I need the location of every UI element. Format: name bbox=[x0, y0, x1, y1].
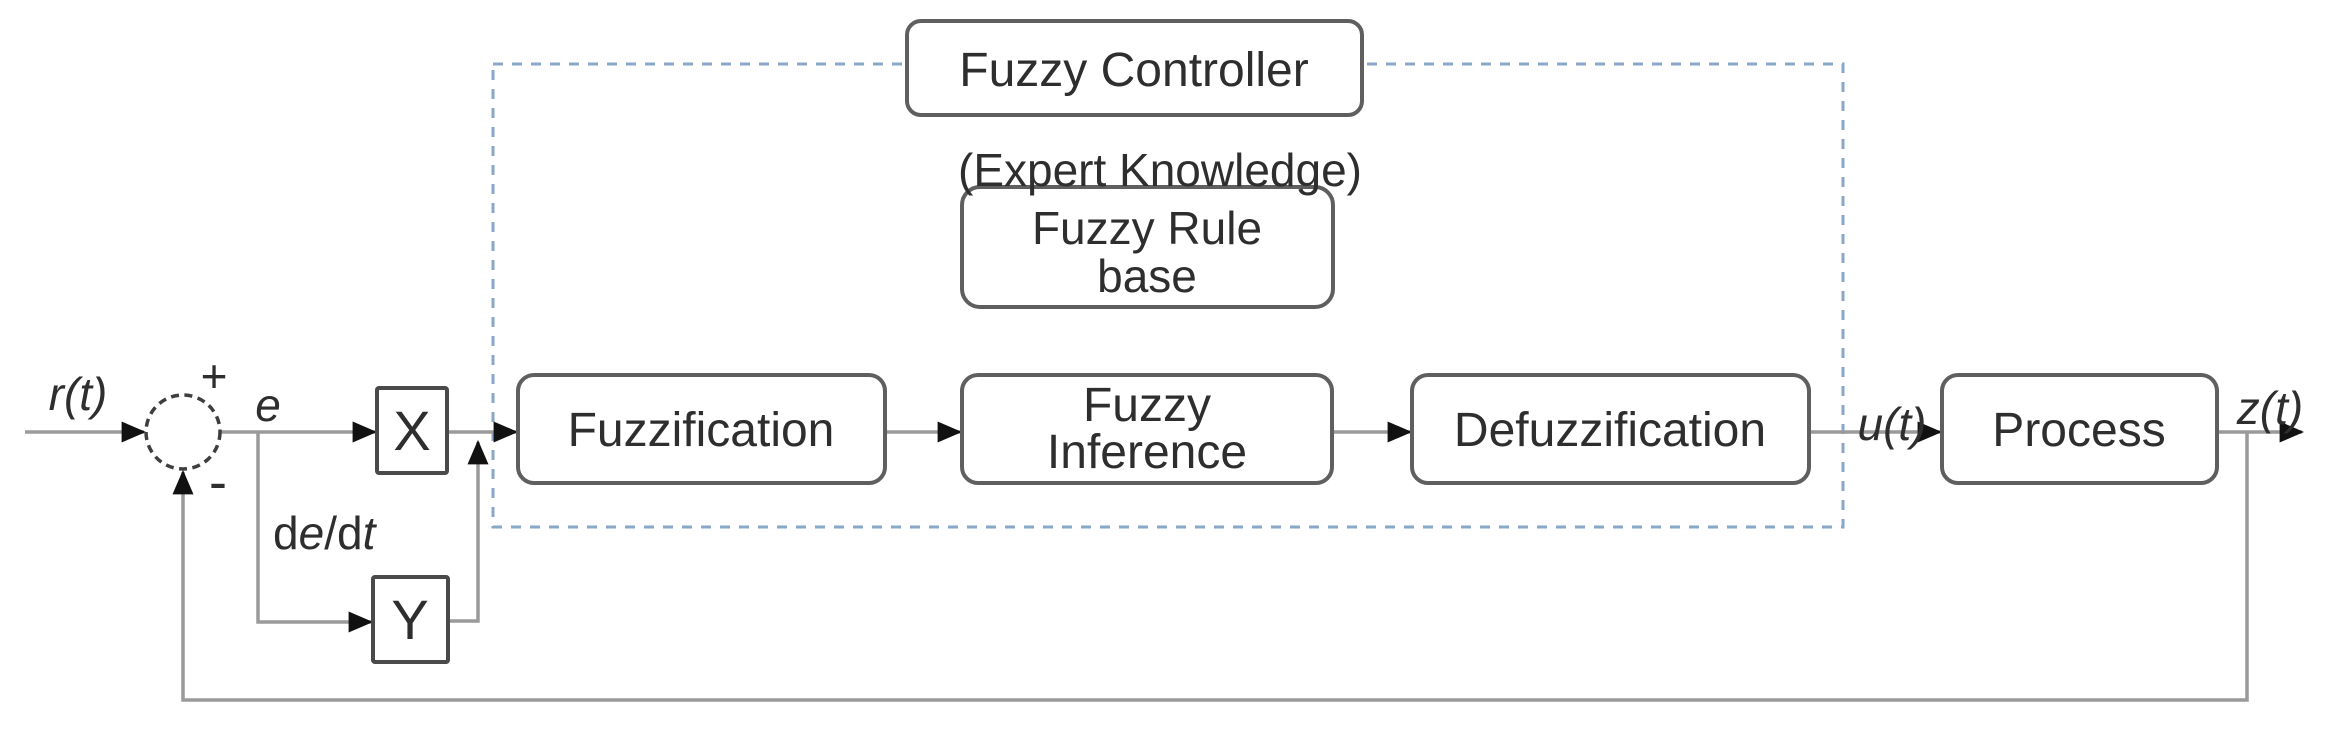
gain-x-block bbox=[375, 386, 449, 475]
inference-label-line2: Inference bbox=[1047, 426, 1247, 479]
defuzzification-block bbox=[1410, 373, 1811, 485]
fuzzy-controller-label: Fuzzy Controller bbox=[959, 44, 1308, 97]
plus-sign: + bbox=[201, 350, 228, 402]
reference-signal-label: r(t) bbox=[49, 368, 108, 420]
derivative-t: t bbox=[363, 507, 378, 559]
error-signal-label: e bbox=[255, 379, 281, 431]
feedback-line bbox=[172, 432, 2249, 702]
fuzzy-rule-base-block bbox=[960, 185, 1335, 309]
gain-y-output-line bbox=[448, 439, 489, 623]
inference-label-line1: Fuzzy bbox=[1083, 379, 1211, 432]
minus-sign: - bbox=[209, 452, 227, 512]
process-block bbox=[1940, 373, 2219, 485]
fuzzification-label: Fuzzification bbox=[568, 404, 835, 457]
gain-y-block bbox=[371, 575, 450, 664]
output-signal-label: z(t) bbox=[2236, 382, 2303, 434]
gain-x-label: X bbox=[393, 399, 430, 462]
derivative-d1: d bbox=[273, 507, 299, 559]
derivative-branch-line bbox=[256, 432, 374, 633]
fuzzification-block bbox=[516, 373, 887, 485]
derivative-e: e bbox=[299, 507, 325, 559]
control-signal-label: u(t) bbox=[1858, 398, 1927, 450]
expert-knowledge-label: (Expert Knowledge) bbox=[958, 144, 1362, 196]
derivative-signal-label: de/dt bbox=[273, 507, 378, 559]
fuzzy-inference-block bbox=[960, 373, 1334, 485]
process-label: Process bbox=[1992, 404, 2165, 457]
gain-y-label: Y bbox=[391, 588, 428, 651]
defuzzification-label: Defuzzification bbox=[1454, 404, 1766, 457]
rule-base-label-line2: base bbox=[1097, 250, 1197, 302]
derivative-d2: /d bbox=[324, 507, 362, 559]
summing-junction bbox=[144, 393, 222, 471]
rule-base-label-line1: Fuzzy Rule bbox=[1032, 202, 1262, 254]
fuzzy-controller-title-box bbox=[905, 19, 1364, 117]
